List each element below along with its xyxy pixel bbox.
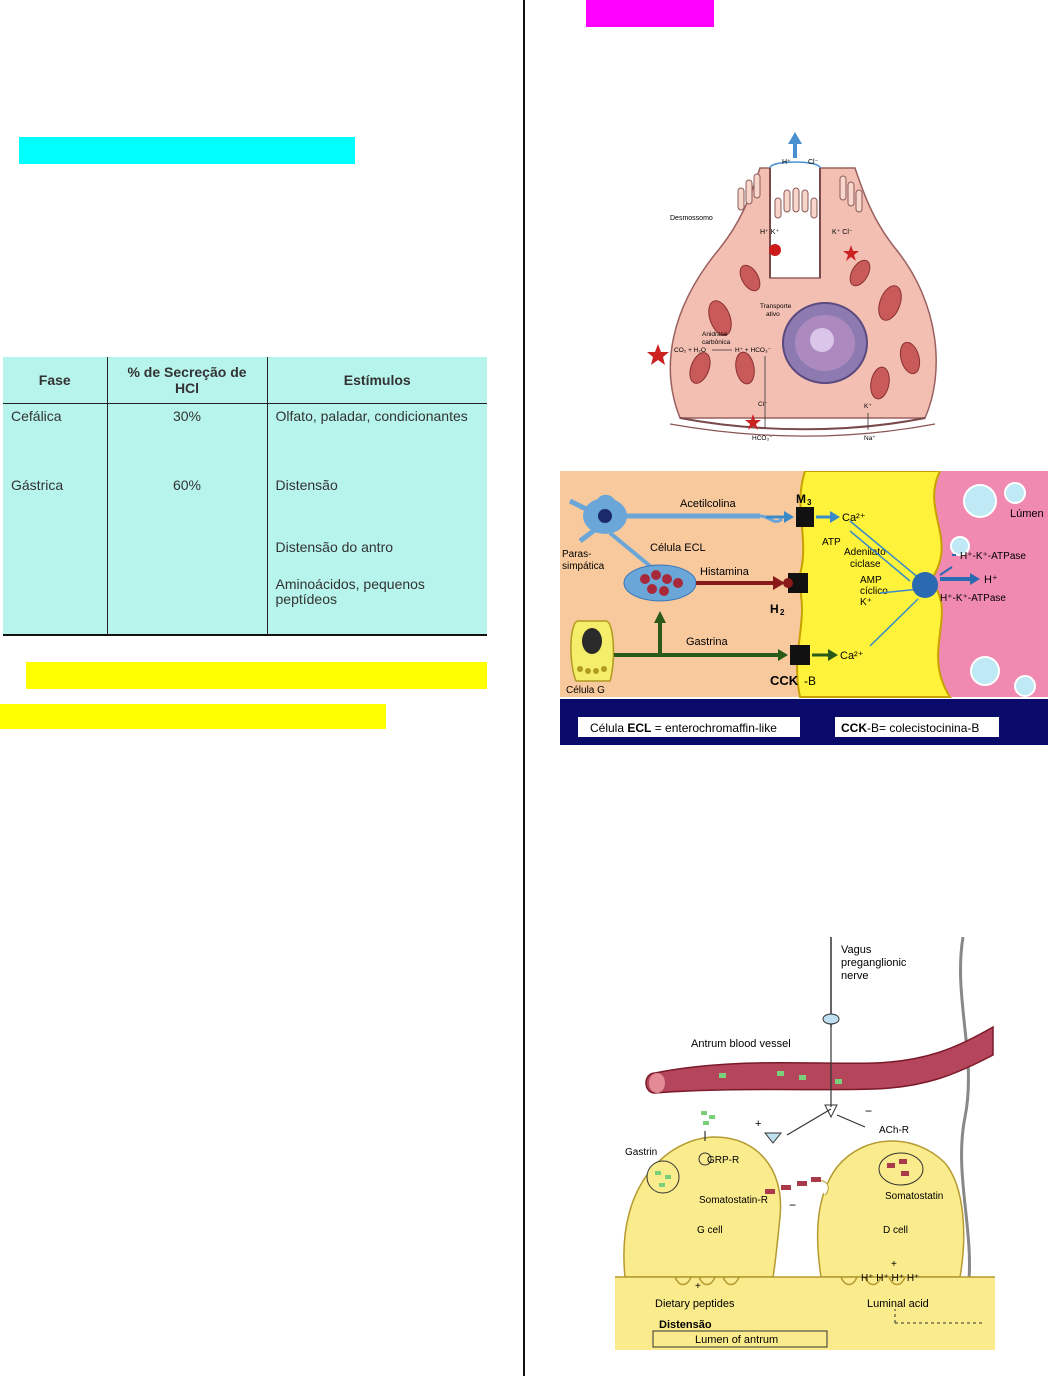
label-m3: M	[796, 492, 806, 506]
label-amp-1: AMP	[860, 575, 882, 586]
cell-estimulos: Distensão Distensão do antro Aminoácidos…	[267, 473, 487, 634]
label-blood-vessel: Antrum blood vessel	[691, 1038, 791, 1050]
label-desmossomo: Desmossomo	[670, 215, 713, 222]
label-histamina: Histamina	[700, 566, 750, 578]
label-d-cell: D cell	[883, 1225, 908, 1236]
cell-fase: Gástrica	[3, 473, 107, 634]
label-k-bottom: K⁺	[864, 403, 872, 410]
antrum-regulation-figure: Vagus preganglionic nerve Antrum blood v…	[615, 937, 995, 1350]
header-fase: Fase	[3, 357, 107, 403]
label-luminal: Luminal acid	[867, 1298, 929, 1310]
estimulo-aminoacidos: Aminoácidos, pequenos peptídeos	[276, 577, 436, 607]
header-secretion-pct: % de Secreção de HCl	[107, 357, 267, 403]
label-vagus-1: Vagus	[841, 944, 872, 956]
magenta-highlight	[586, 0, 714, 27]
label-lumen: Lúmen	[1010, 508, 1044, 520]
m3-receptor	[796, 507, 814, 527]
label-ca-bottom: Ca²⁺	[840, 650, 864, 662]
table-row: Gástrica 60% Distensão Distensão do antr…	[3, 473, 487, 634]
label-reaction-right: H⁺ + HCO₃⁻	[735, 347, 772, 354]
parietal-cell-figure: H⁺ Cl⁻ Desmossomo H⁺ K⁺ K⁺ Cl⁻ Transport…	[640, 128, 960, 442]
label-reaction-left: CO₂ + H₂O	[674, 347, 706, 354]
label-transporte: Transporte	[760, 303, 792, 310]
table-row: Cefálica 30% Olfato, paladar, condiciona…	[3, 403, 487, 473]
label-plus-2: +	[695, 1281, 701, 1292]
cell-estimulo: Olfato, paladar, condicionantes	[267, 403, 487, 473]
label-atp: ATP	[822, 537, 841, 548]
label-h-plus: H⁺	[984, 574, 998, 586]
label-amp-2: cíclico	[860, 586, 888, 597]
label-somatostatin-r: Somatostatin-R	[699, 1195, 768, 1206]
star-icon	[647, 344, 669, 365]
table-header-row: Fase % de Secreção de HCl Estímulos	[3, 357, 487, 403]
label-carbonica: carbônica	[702, 339, 731, 346]
yellow-highlight-2	[0, 704, 386, 729]
label-distensao: Distensão	[659, 1319, 712, 1331]
label-parassimpatica-2: simpática	[562, 561, 605, 572]
label-minus-1: −	[865, 1104, 872, 1118]
label-celula-ecl: Célula ECL	[650, 542, 706, 554]
cell-fase: Cefálica	[3, 403, 107, 473]
secretion-regulation-figure: Acetilcolina M 3 Ca²⁺ Lúmen Paras- simpá…	[560, 471, 1048, 745]
estimulo-distensao-antro: Distensão do antro	[276, 539, 480, 577]
label-m3-sub: 3	[807, 498, 812, 507]
label-ativo: ativo	[766, 311, 780, 318]
table-bottom-border	[3, 634, 487, 636]
label-gastrina: Gastrina	[686, 636, 728, 648]
blood-vessel	[646, 1027, 993, 1093]
legend-left: Célula ECL = enterochromaffin-like	[590, 721, 777, 735]
label-parassimpatica-1: Paras-	[562, 549, 591, 560]
label-na: Na⁺	[864, 435, 876, 442]
label-cckb-rest: -B	[804, 674, 816, 688]
label-hplus: H⁺ H⁺ H⁺ H⁺	[861, 1273, 919, 1284]
label-adenilato-2: ciclase	[850, 559, 881, 570]
cell-pct: 30%	[107, 403, 267, 473]
header-estimulos: Estímulos	[267, 357, 487, 403]
label-kcl: K⁺ Cl⁻	[832, 229, 853, 236]
cckb-receptor	[790, 645, 810, 665]
label-pump-bottom: H⁺-K⁺-ATPase	[940, 593, 1006, 604]
label-cl-top: Cl⁻	[808, 159, 819, 166]
ecl-cell	[624, 565, 696, 601]
label-g-cell: G cell	[697, 1225, 723, 1236]
column-divider	[523, 0, 525, 1376]
proton-pump	[912, 572, 938, 598]
cyan-highlight	[19, 137, 355, 164]
g-cell	[624, 1137, 781, 1277]
label-h2-sub: 2	[780, 608, 785, 617]
label-ca-top: Ca²⁺	[842, 512, 866, 524]
label-hco3: HCO₃⁻	[752, 435, 773, 442]
label-k: K⁺	[860, 597, 872, 608]
label-acetilcolina: Acetilcolina	[680, 498, 737, 510]
label-grp-r: GRP-R	[707, 1155, 739, 1166]
estimulo-distensao: Distensão	[276, 477, 480, 539]
label-dietary: Dietary peptides	[655, 1298, 735, 1310]
label-somatostatin: Somatostatin	[885, 1191, 943, 1202]
label-hk: H⁺ K⁺	[760, 229, 779, 236]
legend-right: CCK-B= colecistocinina-B	[841, 721, 979, 735]
label-pump-top: H⁺-K⁺-ATPase	[960, 551, 1026, 562]
label-gastrin: Gastrin	[625, 1147, 657, 1158]
label-h-top: H⁺	[782, 159, 791, 166]
label-plus-1: +	[755, 1118, 761, 1130]
label-plus-3: +	[891, 1259, 897, 1270]
label-anidrase: Anidrase	[702, 331, 728, 338]
label-cl-bottom: Cl⁻	[758, 401, 768, 408]
label-vagus-2: preganglionic	[841, 957, 907, 969]
label-celula-g: Célula G	[566, 685, 605, 696]
label-cckb-bold: CCK	[770, 673, 799, 688]
label-lumen: Lumen of antrum	[695, 1334, 778, 1346]
cell-pct: 60%	[107, 473, 267, 634]
label-minus-2: −	[789, 1198, 796, 1212]
label-vagus-3: nerve	[841, 970, 869, 982]
label-ach-r: ACh-R	[879, 1125, 909, 1136]
yellow-highlight	[26, 662, 487, 689]
hcl-secretion-table: Fase % de Secreção de HCl Estímulos Cefá…	[3, 357, 487, 634]
label-h2: H	[770, 602, 779, 616]
